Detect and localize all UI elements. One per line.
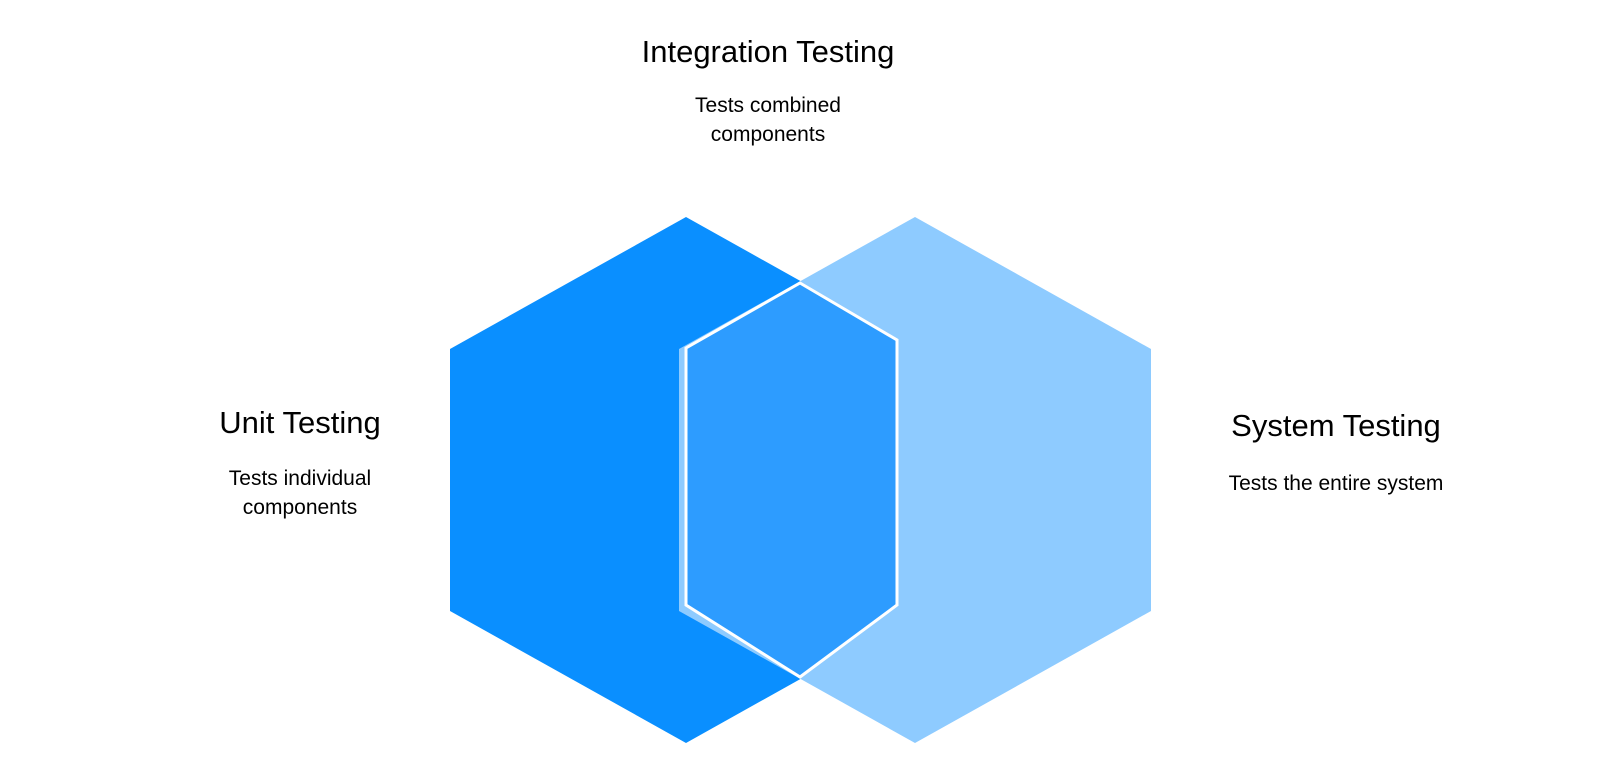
system-testing-description: Tests the entire system	[1136, 469, 1536, 499]
hexagon-integration-testing-intersection[interactable]	[684, 281, 899, 679]
system-testing-description-line-1: Tests the entire system	[1228, 471, 1444, 495]
unit-testing-description-line-1: Tests individual	[228, 466, 372, 490]
integration-testing-description-line-1: Tests combined	[695, 93, 841, 117]
integration-testing-description-line-2: components	[710, 123, 826, 147]
unit-testing-title: Unit Testing	[219, 405, 381, 440]
label-group-unit-testing: Unit Testing Tests individual components	[130, 405, 470, 523]
unit-testing-description: Tests individual components	[185, 464, 415, 524]
integration-testing-title: Integration Testing	[641, 34, 895, 69]
system-testing-title: System Testing	[1231, 408, 1441, 443]
label-group-integration-testing: Integration Testing Tests combined compo…	[568, 34, 968, 150]
integration-testing-description: Tests combined components	[638, 91, 898, 151]
label-group-system-testing: System Testing Tests the entire system	[1136, 408, 1536, 498]
unit-testing-description-line-2: components	[242, 496, 358, 520]
